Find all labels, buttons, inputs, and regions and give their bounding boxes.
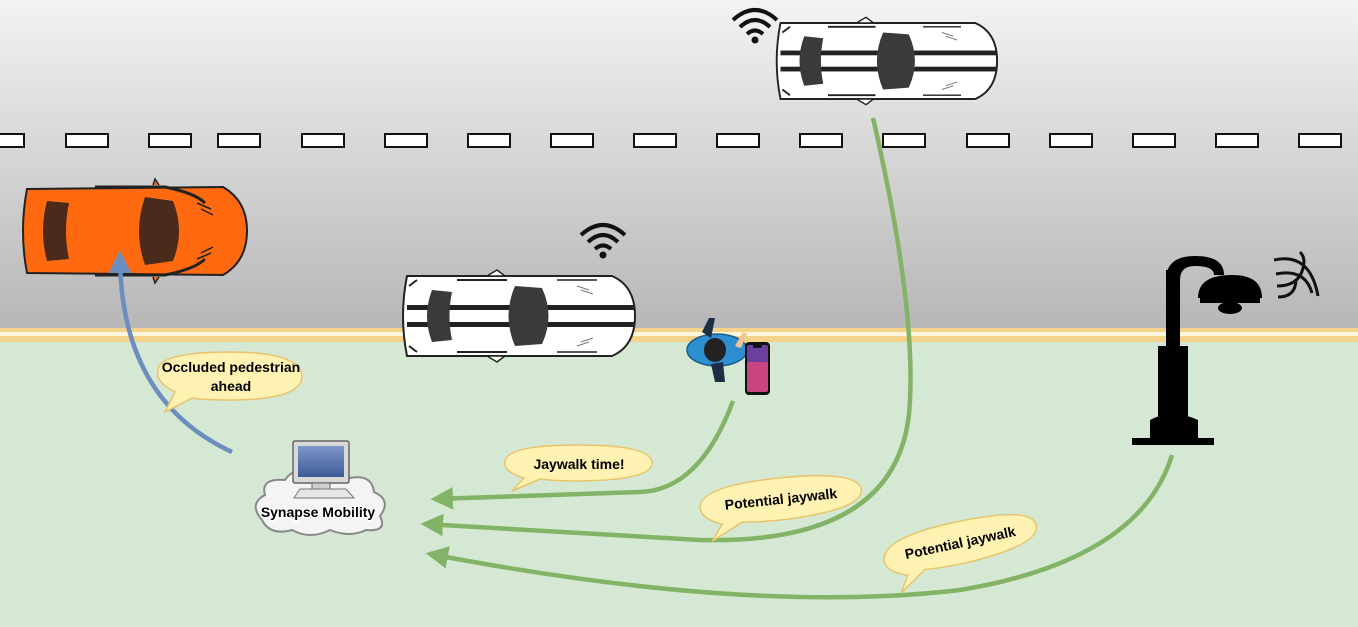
bubble-occluded-line2: ahead <box>211 378 251 394</box>
signal-icon <box>1273 250 1320 299</box>
hub-label: Synapse Mobility <box>261 504 376 520</box>
pedestrian-icon <box>686 318 748 382</box>
connected-car-top-icon <box>775 16 999 106</box>
speech-bubble-pedestrian: Jaywalk time! <box>504 444 653 492</box>
lane-markings <box>0 133 1342 148</box>
street-lamp-icon <box>1132 256 1262 445</box>
arrow-car-to-hub <box>420 117 913 543</box>
arrow-pedestrian-to-hub <box>430 400 736 510</box>
bubble-pedestrian-text: Jaywalk time! <box>533 456 624 472</box>
arrow-hub-to-orange-car <box>108 250 233 455</box>
smartphone-icon <box>745 342 770 395</box>
hub-cloud-icon <box>254 440 386 536</box>
bubble-occluded-line1: Occluded pedestrian <box>162 359 300 375</box>
road <box>0 0 1358 332</box>
orange-car-icon <box>22 177 249 285</box>
speech-bubble-car: Potential jaywalk <box>699 474 863 542</box>
arrow-lamp-to-hub <box>425 454 1175 600</box>
connected-car-icon <box>402 269 636 363</box>
speech-bubble-occluded: Occluded pedestrian ahead <box>156 351 303 414</box>
